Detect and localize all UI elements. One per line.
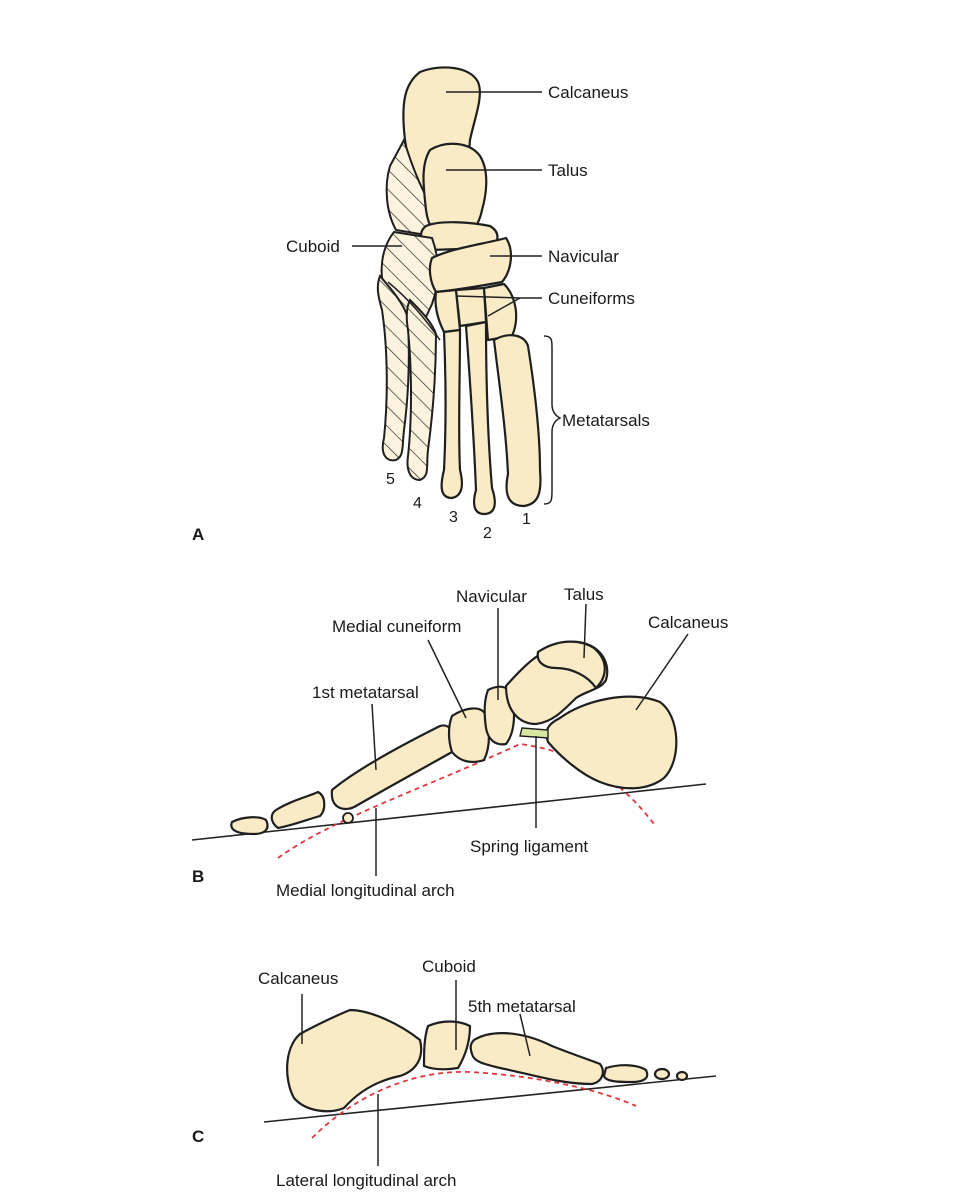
bone-medial-cuneiform-b xyxy=(447,707,490,763)
panel-letter-b: B xyxy=(192,867,204,886)
label-medial-cuneiform-b: Medial cuneiform xyxy=(332,617,461,636)
metatarsal-number-2: 2 xyxy=(483,525,492,542)
leader-talus-b xyxy=(583,603,587,659)
label-navicular-a: Navicular xyxy=(548,247,619,266)
bone-distal-phalanx-b xyxy=(230,816,269,836)
spring-ligament-b xyxy=(519,727,549,739)
label-cuboid-a: Cuboid xyxy=(286,237,340,256)
bone-metatarsal-3-a xyxy=(440,328,463,500)
panel-letter-c: C xyxy=(192,1127,204,1146)
panel-a: Calcaneus Talus Cuboid Navicular Cuneifo… xyxy=(192,66,650,544)
bone-calcaneus-c xyxy=(286,1008,423,1113)
bone-calcaneus-b xyxy=(545,695,678,790)
bone-lateral-hatched-a xyxy=(385,137,434,238)
bone-metatarsal-1-a xyxy=(492,334,542,508)
leader-calcaneus-b xyxy=(635,633,689,711)
panel-letter-a: A xyxy=(192,525,204,544)
label-cuboid-c: Cuboid xyxy=(422,957,476,976)
bone-distal-phalanx-c xyxy=(675,1070,689,1082)
leader-fifth-metatarsal-c xyxy=(519,1013,531,1057)
lateral-arch-line xyxy=(311,1071,637,1139)
bone-cuneiform-intermediate-a xyxy=(454,286,488,328)
panel-c: Calcaneus Cuboid 5th metatarsal Lateral … xyxy=(192,957,717,1190)
label-talus-a: Talus xyxy=(548,161,588,180)
metatarsal-number-1: 1 xyxy=(522,511,531,528)
panel-b: Navicular Talus Calcaneus Medial cuneifo… xyxy=(191,585,728,900)
label-first-metatarsal-b: 1st metatarsal xyxy=(312,683,419,702)
label-lateral-arch-c: Lateral longitudinal arch xyxy=(276,1171,457,1190)
leader-medial-cuneiform-b xyxy=(427,639,467,719)
label-metatarsals-a: Metatarsals xyxy=(562,411,650,430)
joint-line-a xyxy=(387,281,441,341)
bone-navicular-a xyxy=(428,236,512,294)
sesamoid-b xyxy=(342,812,354,824)
bone-cuneiform-medial-a xyxy=(482,282,518,342)
bone-proximal-phalanx-c xyxy=(602,1064,649,1084)
brace-metatarsals-a xyxy=(543,335,562,505)
bone-cuboid-c xyxy=(422,1020,472,1071)
label-medial-arch-b: Medial longitudinal arch xyxy=(276,881,455,900)
bone-proximal-phalanx-b xyxy=(270,790,326,830)
leader-first-metatarsal-b xyxy=(371,703,377,771)
metatarsal-number-5: 5 xyxy=(386,471,395,488)
label-spring-ligament-b: Spring ligament xyxy=(470,837,588,856)
bone-first-metatarsal-b xyxy=(330,724,457,810)
label-talus-b: Talus xyxy=(564,585,604,604)
label-calcaneus-a: Calcaneus xyxy=(548,83,628,102)
label-calcaneus-c: Calcaneus xyxy=(258,969,338,988)
metatarsal-number-4: 4 xyxy=(413,495,422,512)
bone-middle-phalanx-c xyxy=(653,1067,671,1081)
metatarsal-number-3: 3 xyxy=(449,509,458,526)
label-cuneiforms-a: Cuneiforms xyxy=(548,289,635,308)
bone-talus-dome-b xyxy=(536,640,606,690)
bone-fifth-metatarsal-c xyxy=(469,1032,604,1086)
bone-metatarsal-2-a xyxy=(464,320,496,516)
ground-line-b xyxy=(191,783,707,841)
label-navicular-b: Navicular xyxy=(456,587,527,606)
label-calcaneus-b: Calcaneus xyxy=(648,613,728,632)
label-fifth-metatarsal-c: 5th metatarsal xyxy=(468,997,576,1016)
leader-cuneiforms-a2 xyxy=(487,297,521,317)
bone-metatarsal-4-a xyxy=(405,298,438,482)
